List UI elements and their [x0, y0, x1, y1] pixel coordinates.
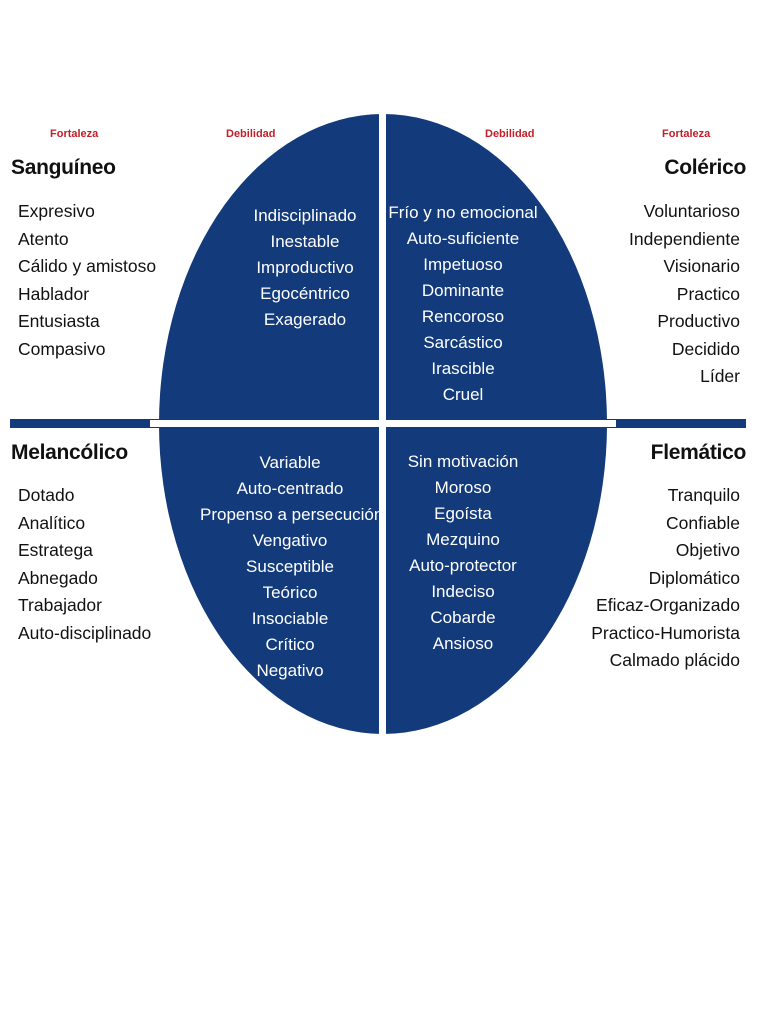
strength-item: Trabajador: [18, 595, 102, 615]
temperament-melancolico: Melancólico: [11, 441, 128, 464]
temperament-sanguineo: Sanguíneo: [11, 156, 116, 179]
weakness-item: Teórico: [262, 583, 318, 602]
temperament-colerico: Colérico: [664, 156, 746, 179]
weakness-item: Variable: [259, 453, 321, 472]
sanguineo-strengths-list: Expresivo Atento Cálido y amistoso Habla…: [18, 198, 156, 363]
weakness-item: Exagerado: [263, 310, 347, 329]
weakness-item: Vengativo: [252, 531, 328, 550]
label-fortaleza-left: Fortaleza: [50, 128, 99, 140]
sanguineo-weaknesses-list: Indisciplinado Inestable Improductivo Eg…: [230, 203, 380, 333]
axis-right-bar: [606, 419, 746, 428]
strength-item: Cálido y amistoso: [18, 256, 157, 276]
weakness-item: Dominante: [421, 281, 505, 300]
colerico-weaknesses-list: Frío y no emocional Auto-suficiente Impe…: [386, 200, 540, 408]
weakness-item: Egocéntrico: [260, 284, 350, 303]
label-debilidad-left: Debilidad: [226, 128, 276, 140]
strength-item: Expresivo: [18, 201, 95, 221]
strength-item: Decidido: [671, 338, 740, 359]
strength-item: Estratega: [18, 540, 93, 560]
label-fortaleza-right: Fortaleza: [662, 128, 711, 140]
strength-item: Abnegado: [18, 567, 98, 588]
temperament-flematico: Flemático: [650, 441, 747, 464]
strength-item: Voluntarioso: [643, 201, 740, 221]
weakness-item: Indisciplinado: [253, 206, 357, 225]
strength-item: Analítico: [18, 512, 86, 533]
weakness-item: Susceptible: [246, 557, 334, 576]
melancolico-weaknesses-list: Variable Auto-centrado Propenso a persec…: [200, 450, 384, 684]
melancolico-strengths-list: Dotado Analítico Estratega Abnegado Trab…: [18, 482, 151, 647]
weakness-item: Sin motivación: [407, 452, 519, 471]
weakness-item: Auto-protector: [409, 556, 517, 575]
strength-item: Eficaz-Organizado: [596, 595, 740, 615]
strength-item: Líder: [700, 366, 740, 386]
strength-item: Independiente: [629, 228, 740, 249]
weakness-item: Ansioso: [432, 634, 494, 653]
strength-item: Tranquilo: [667, 485, 740, 505]
strength-item: Entusiasta: [18, 311, 100, 331]
weakness-item: Moroso: [434, 478, 492, 497]
strength-item: Practico-Humorista: [591, 622, 740, 643]
strength-item: Diplomático: [648, 567, 740, 588]
weakness-item: Auto-suficiente: [406, 229, 520, 248]
strength-item: Practico: [676, 283, 740, 304]
weakness-item: Propenso a persecución: [200, 505, 384, 524]
weakness-item: Sarcástico: [423, 333, 503, 352]
strength-item: Productivo: [657, 311, 740, 331]
flematico-weaknesses-list: Sin motivación Moroso Egoísta Mezquino A…: [390, 449, 536, 657]
strength-item: Calmado plácido: [609, 650, 740, 670]
strength-item: Dotado: [18, 485, 75, 505]
strength-item: Compasivo: [18, 338, 106, 359]
flematico-strengths-list: Tranquilo Confiable Objetivo Diplomático…: [591, 482, 740, 675]
weakness-item: Inestable: [270, 232, 340, 251]
weakness-item: Negativo: [256, 661, 324, 680]
weakness-item: Indeciso: [431, 582, 495, 601]
strength-item: Hablador: [18, 283, 90, 304]
weakness-item: Insociable: [251, 609, 329, 628]
weakness-item: Cruel: [442, 385, 484, 404]
weakness-item: Egoísta: [434, 504, 492, 523]
label-debilidad-right: Debilidad: [485, 128, 535, 140]
weakness-item: Mezquino: [426, 530, 500, 549]
strength-item: Visionario: [663, 256, 740, 276]
weakness-item: Crítico: [265, 635, 315, 654]
weakness-item: Improductivo: [256, 258, 354, 277]
weakness-item: Frío y no emocional: [388, 203, 538, 222]
colerico-strengths-list: Voluntarioso Independiente Visionario Pr…: [629, 198, 740, 391]
weakness-item: Irascible: [431, 359, 495, 378]
weakness-item: Rencoroso: [421, 307, 505, 326]
horizontal-divider: [150, 420, 616, 427]
weakness-item: Auto-centrado: [236, 479, 344, 498]
strength-item: Auto-disciplinado: [18, 622, 152, 643]
weakness-item: Cobarde: [430, 608, 496, 627]
axis-left-bar: [10, 419, 160, 428]
strength-item: Confiable: [666, 512, 740, 533]
strength-item: Objetivo: [675, 540, 740, 560]
weakness-item: Impetuoso: [423, 255, 503, 274]
strength-item: Atento: [18, 228, 69, 249]
